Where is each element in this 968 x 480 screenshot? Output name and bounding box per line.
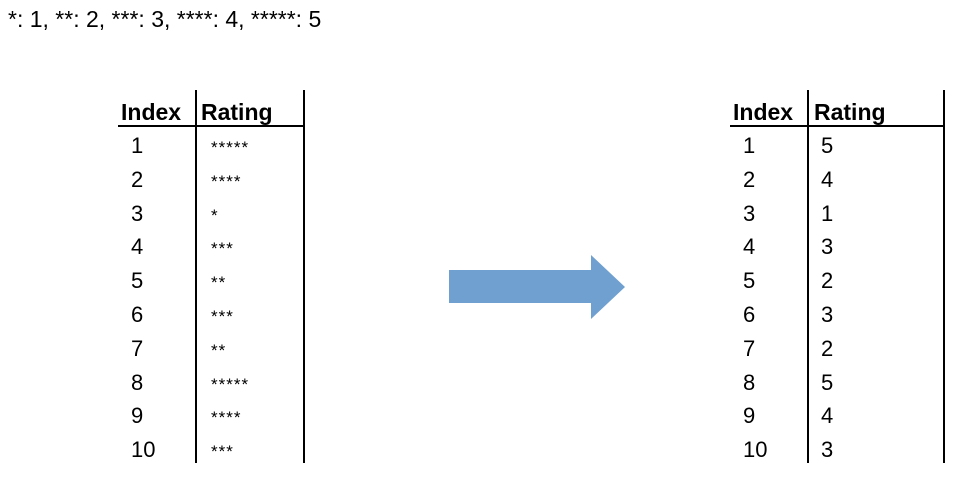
right-header-rating: Rating <box>814 99 886 125</box>
left_table-row-rating: ***** <box>211 138 250 157</box>
right_table-row-index: 6 <box>743 302 756 327</box>
left-header-index: Index <box>121 99 182 125</box>
left_table-row-rating: *** <box>211 307 234 326</box>
right-table-divider <box>807 90 809 463</box>
right_table-row-index: 9 <box>743 403 756 428</box>
right-arrow-icon <box>449 255 625 319</box>
arrow-shape <box>449 255 625 319</box>
left_table-row-rating: ** <box>211 341 227 360</box>
right_table-row-rating: 3 <box>821 437 834 462</box>
right_table-row-rating: 5 <box>821 133 834 158</box>
right_table-row-rating: 4 <box>821 167 834 192</box>
left_table-row-index: 8 <box>131 370 144 395</box>
left-table-header-rule <box>118 125 305 127</box>
left_table-row-rating: *** <box>211 239 234 258</box>
left_table-row-index: 5 <box>131 268 144 293</box>
left_table-row-rating: *** <box>211 442 234 461</box>
right_table-row-rating: 5 <box>821 370 834 395</box>
left-header-rating: Rating <box>201 99 273 125</box>
right_table-row-index: 7 <box>743 336 756 361</box>
right_table-row-index: 8 <box>743 370 756 395</box>
right_table-row-index: 10 <box>743 437 768 462</box>
left_table-row-rating: ** <box>211 273 227 292</box>
left_table-row-index: 3 <box>131 201 144 226</box>
right_table-row-rating: 2 <box>821 268 834 293</box>
right_table-row-index: 5 <box>743 268 756 293</box>
right-header-index: Index <box>733 99 794 125</box>
left_table-row-rating: ***** <box>211 375 250 394</box>
right_table-row-index: 1 <box>743 133 756 158</box>
right_table-row-index: 2 <box>743 167 756 192</box>
right_table-row-rating: 4 <box>821 403 834 428</box>
right_table-row-index: 3 <box>743 201 756 226</box>
right_table-row-rating: 2 <box>821 336 834 361</box>
left_table-row-index: 10 <box>131 437 156 462</box>
left_table-row-index: 9 <box>131 403 144 428</box>
rating-legend: *: 1, **: 2, ***: 3, ****: 4, *****: 5 <box>8 6 322 32</box>
left_table-row-index: 1 <box>131 133 144 158</box>
left-table-divider <box>195 90 197 463</box>
left_table-row-index: 2 <box>131 167 144 192</box>
right_table-row-rating: 1 <box>821 201 834 226</box>
left_table-row-rating: **** <box>211 408 242 427</box>
right_table-row-rating: 3 <box>821 234 834 259</box>
right-table-header-rule <box>730 125 945 127</box>
left_table-row-rating: * <box>211 206 219 225</box>
left_table-row-rating: **** <box>211 172 242 191</box>
right_table-row-rating: 3 <box>821 302 834 327</box>
right-table-right-border <box>943 90 945 463</box>
right_table-row-index: 4 <box>743 234 756 259</box>
left_table-row-index: 4 <box>131 234 144 259</box>
left-table-right-border <box>303 90 305 463</box>
left_table-row-index: 6 <box>131 302 144 327</box>
left_table-row-index: 7 <box>131 336 144 361</box>
